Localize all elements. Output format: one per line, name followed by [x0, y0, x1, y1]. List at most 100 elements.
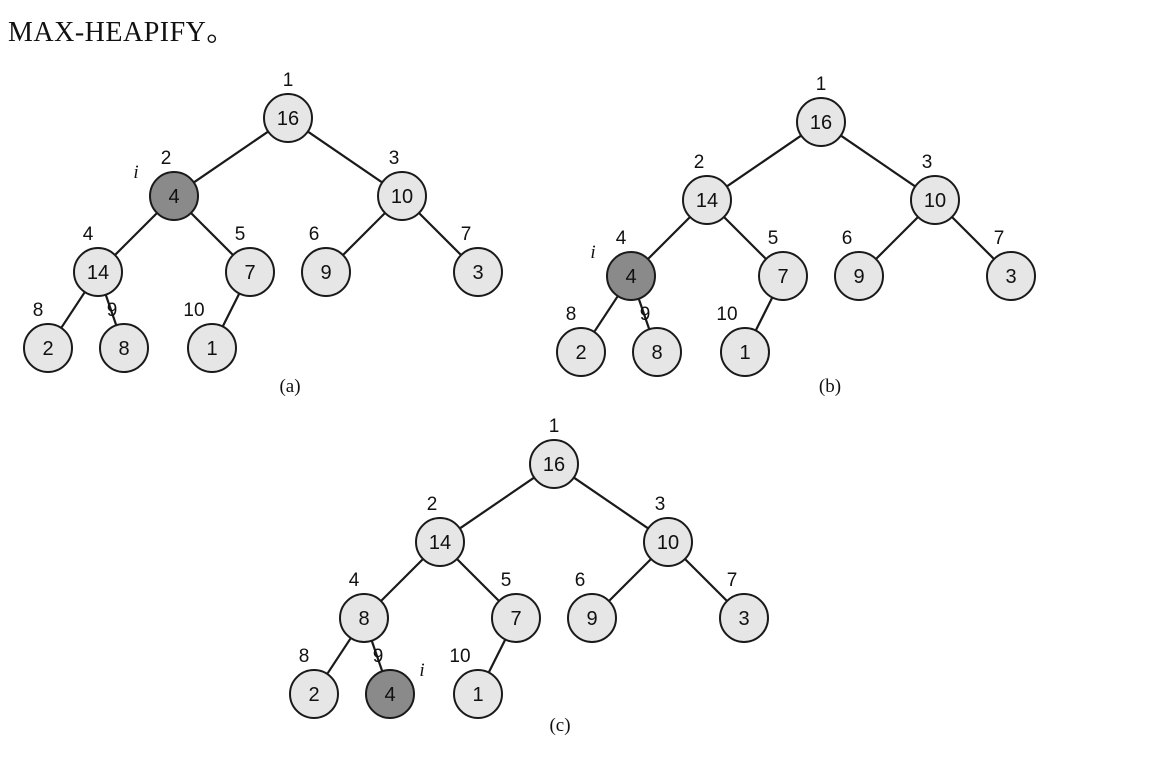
node-value: 1	[206, 338, 217, 360]
heap-node: 44i	[590, 228, 656, 301]
node-value: 9	[320, 262, 331, 284]
node-value: 7	[244, 262, 255, 284]
pointer-label-i: i	[590, 242, 595, 263]
heap-node-circle	[529, 439, 579, 489]
node-index: 10	[449, 646, 470, 667]
heap-node-circle-highlighted	[606, 251, 656, 301]
node-index: 10	[716, 304, 737, 325]
heap-node: 110	[183, 300, 237, 373]
node-index: 3	[389, 148, 400, 169]
heap-node-circle	[910, 175, 960, 225]
node-index: 1	[816, 74, 827, 95]
node-index: 5	[768, 228, 779, 249]
node-index: 7	[461, 224, 472, 245]
heap-node: 16 1	[263, 70, 313, 143]
heap-node: 75	[491, 570, 541, 643]
heap-node: 96	[834, 228, 884, 301]
heap-node-circle	[187, 323, 237, 373]
node-index: 8	[33, 300, 44, 321]
tree-edge	[307, 130, 383, 184]
tree-edge	[637, 298, 651, 330]
node-value: 10	[391, 186, 413, 208]
heap-node-circle	[682, 175, 732, 225]
node-value: 9	[853, 266, 864, 288]
tree-edge	[370, 640, 384, 672]
heap-node: 28	[23, 300, 73, 373]
node-value: 8	[118, 338, 129, 360]
node-value: 7	[510, 608, 521, 630]
node-index: 1	[549, 416, 560, 437]
heap-node: 37	[453, 224, 503, 297]
node-index: 2	[427, 494, 438, 515]
pointer-label-i: i	[419, 660, 424, 681]
heap-node: 142	[415, 494, 465, 567]
heap-node: 75	[225, 224, 275, 297]
tree-edge	[104, 294, 118, 326]
node-value: 8	[651, 342, 662, 364]
node-index: 8	[566, 304, 577, 325]
heap-node: 37	[719, 570, 769, 643]
node-value: 1	[472, 684, 483, 706]
tree-edge	[60, 291, 86, 329]
heap-node-circle	[377, 171, 427, 221]
tree-edge	[193, 130, 269, 184]
heap-node-circle	[263, 93, 313, 143]
node-index: 6	[842, 228, 853, 249]
heap-node-circle	[339, 593, 389, 643]
heap-node-circle	[567, 593, 617, 643]
heap-node-circle-highlighted	[365, 669, 415, 719]
heap-node-circle	[453, 247, 503, 297]
heap-node: 49i	[365, 646, 425, 719]
tree-edge	[723, 216, 767, 260]
node-index: 6	[575, 570, 586, 591]
node-index: 4	[349, 570, 360, 591]
tree-edge	[221, 292, 241, 328]
heap-node-circle	[225, 247, 275, 297]
node-value: 8	[358, 608, 369, 630]
heap-node: 28	[289, 646, 339, 719]
heap-node: 42i	[133, 148, 199, 221]
heap-node: 75	[758, 228, 808, 301]
node-index: 4	[616, 228, 627, 249]
heap-node-circle	[632, 327, 682, 377]
heap-node-circle-highlighted	[149, 171, 199, 221]
heap-node: 142	[682, 152, 732, 225]
node-value: 2	[575, 342, 586, 364]
page-title: MAX-HEAPIFY。	[8, 17, 235, 48]
tree-edge	[754, 296, 774, 332]
heap-node-circle	[643, 517, 693, 567]
tree-edge	[875, 216, 919, 260]
tree-edge	[380, 558, 424, 602]
tree-edge	[840, 134, 916, 188]
heap-node: 28	[556, 304, 606, 377]
tree-edge	[684, 558, 728, 602]
node-value: 1	[739, 342, 750, 364]
heap-node: 110	[449, 646, 503, 719]
node-value: 2	[308, 684, 319, 706]
node-value: 16	[277, 108, 299, 130]
node-value: 3	[472, 262, 483, 284]
node-index: 1	[283, 70, 294, 91]
node-value: 10	[657, 532, 679, 554]
heap-node: 144	[73, 224, 123, 297]
node-index: 5	[501, 570, 512, 591]
node-index: 3	[655, 494, 666, 515]
heap-node-circle	[73, 247, 123, 297]
pointer-label-i: i	[133, 162, 138, 183]
heap-node-circle	[453, 669, 503, 719]
heap-node: 103	[910, 152, 960, 225]
node-value: 4	[625, 266, 636, 288]
heap-node: 96	[567, 570, 617, 643]
tree-edge	[951, 216, 995, 260]
node-index: 9	[107, 300, 118, 321]
heap-node-circle	[720, 327, 770, 377]
tree-edge	[593, 295, 619, 333]
node-index: 9	[640, 304, 651, 325]
tree-edge	[114, 212, 158, 256]
heap-node-circle	[415, 517, 465, 567]
node-index: 2	[694, 152, 705, 173]
